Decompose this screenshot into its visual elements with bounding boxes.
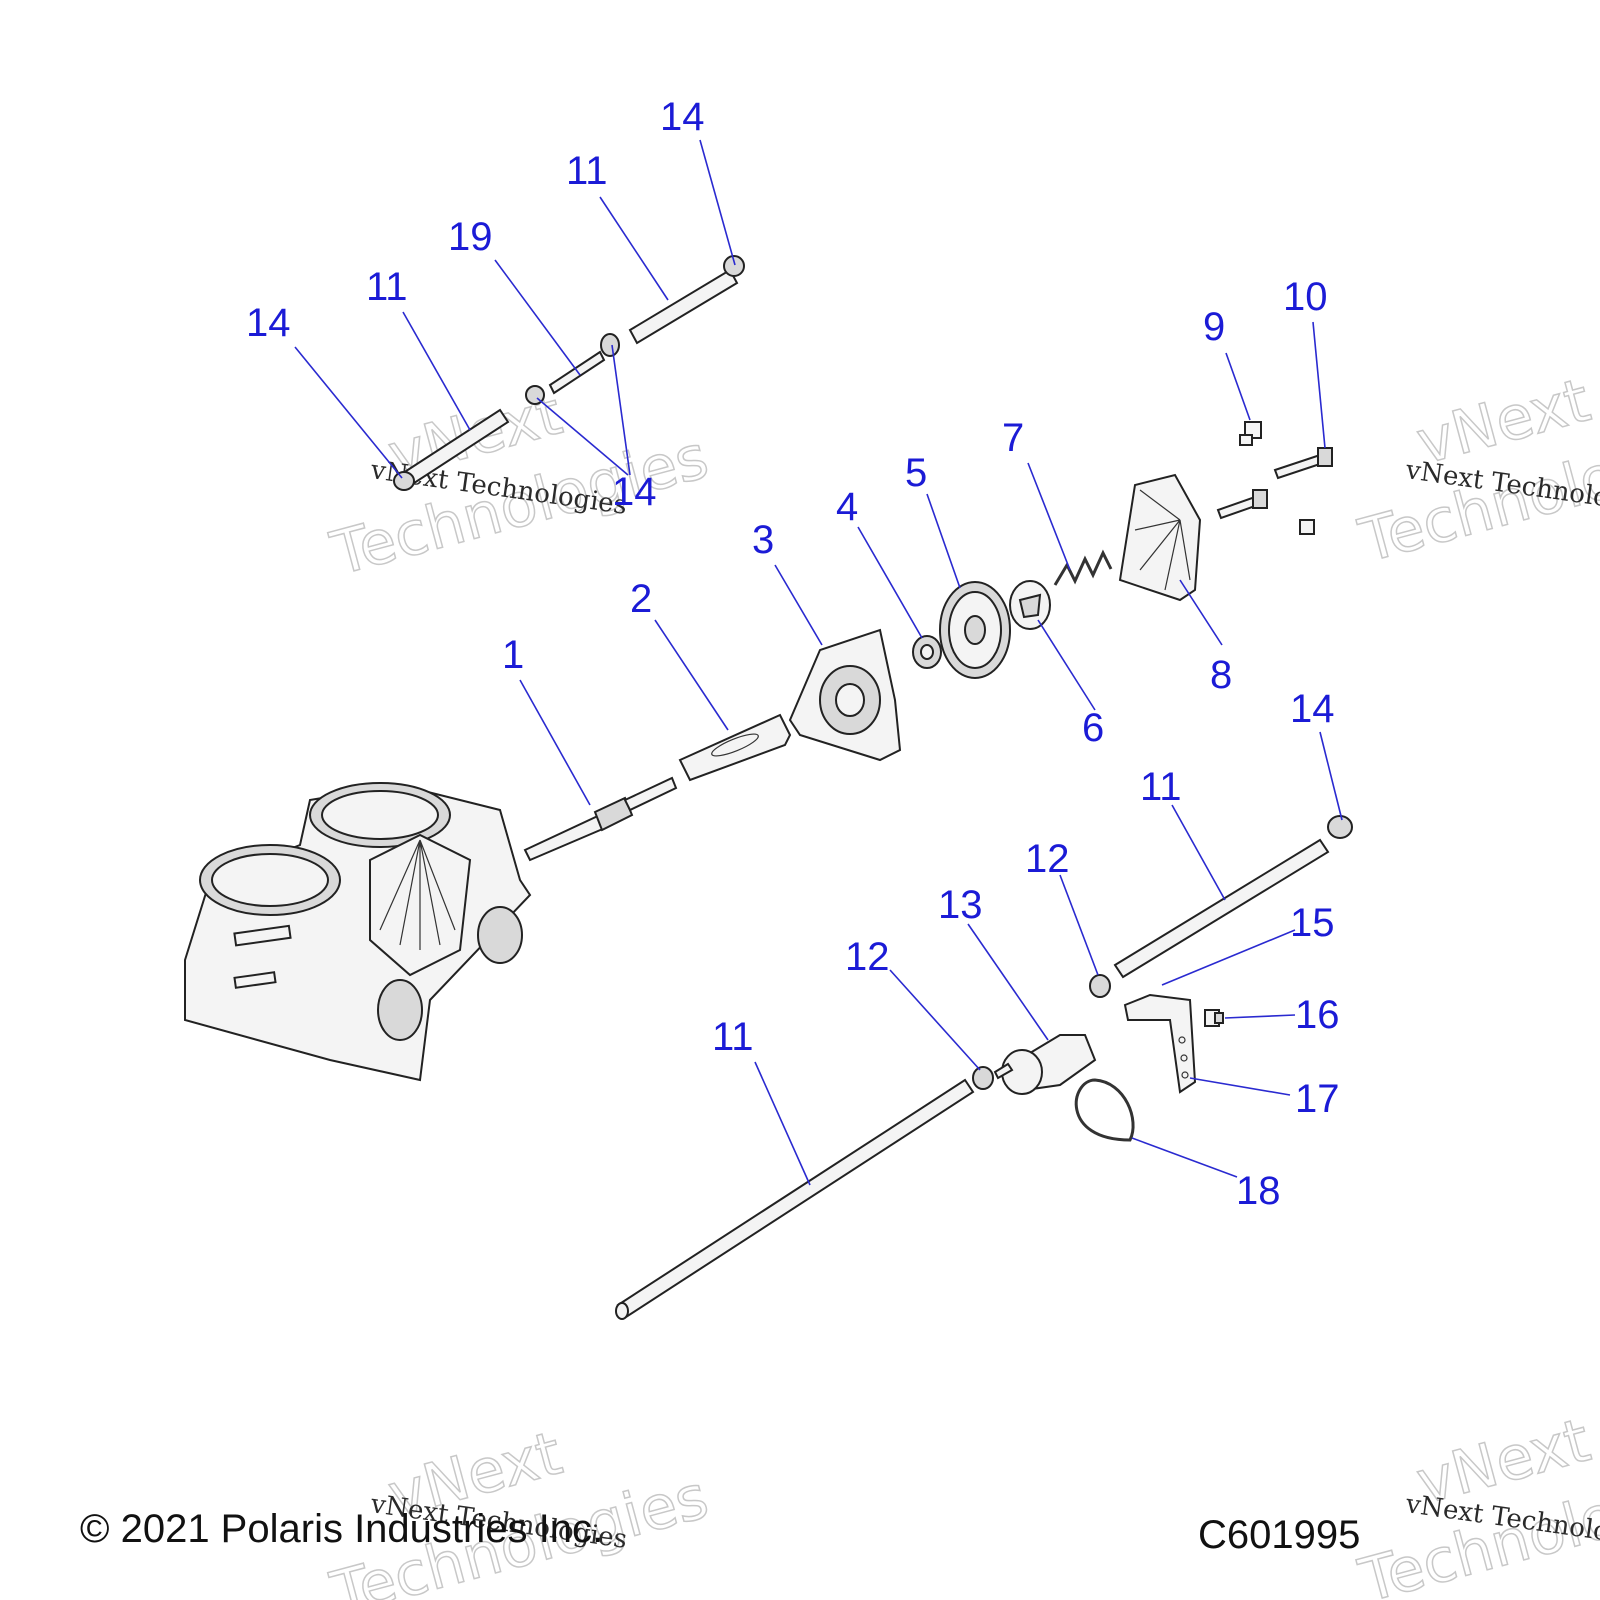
callout-12: 12 — [845, 935, 890, 979]
callout-14: 14 — [612, 470, 657, 514]
callout-17: 17 — [1295, 1077, 1340, 1121]
callout-10: 10 — [1283, 275, 1328, 319]
callout-11: 11 — [1140, 765, 1182, 809]
callout-14: 14 — [660, 95, 705, 139]
diagram-code: C601995 — [1198, 1513, 1360, 1557]
part-12-clamp — [972, 974, 1111, 1090]
callout-15: 15 — [1290, 901, 1335, 945]
part-10-screw — [1216, 447, 1333, 535]
callout-14: 14 — [1290, 687, 1335, 731]
callout-5: 5 — [905, 451, 927, 495]
callout-3: 3 — [752, 518, 774, 562]
part-1-shaft — [523, 776, 678, 862]
part-9-screw — [1239, 421, 1262, 446]
part-7-spring — [1053, 549, 1113, 586]
upper-hose-assembly — [393, 255, 745, 491]
part-16-bolt — [1204, 1009, 1224, 1027]
callout-16: 16 — [1295, 993, 1340, 1037]
callout-14: 14 — [246, 301, 291, 345]
callout-4: 4 — [836, 485, 858, 529]
part-8-cover — [1118, 473, 1202, 602]
leader-lines — [294, 139, 1343, 1186]
callout-6: 6 — [1082, 706, 1104, 750]
lower-hose-right — [1113, 815, 1353, 979]
part-5-diaphragm — [939, 581, 1011, 679]
callout-11: 11 — [712, 1015, 754, 1059]
callout-11: 11 — [366, 265, 408, 309]
callout-labels: 1 2 3 4 5 6 7 8 9 10 11 11 11 11 12 12 1… — [246, 95, 1340, 1213]
part-3-housing — [788, 628, 902, 762]
part-18-strap — [1074, 1078, 1135, 1142]
cylinder-block — [184, 782, 532, 1082]
part-2-gasket — [678, 713, 792, 782]
part-6-cup — [1009, 580, 1051, 630]
callout-7: 7 — [1002, 416, 1024, 460]
callout-11: 11 — [566, 149, 608, 193]
watermark-group: vNext Technologies vNext Technologies vN… — [323, 365, 1600, 1600]
callout-9: 9 — [1203, 305, 1225, 349]
callout-12: 12 — [1025, 837, 1070, 881]
part-4-washer — [912, 635, 942, 669]
part-13-valve — [993, 1034, 1097, 1095]
callout-19: 19 — [448, 215, 493, 259]
callout-13: 13 — [938, 883, 983, 927]
copyright-text: © 2021 Polaris Industries Inc. — [80, 1507, 603, 1551]
lower-hose-left — [615, 1078, 975, 1320]
callout-18: 18 — [1236, 1169, 1281, 1213]
part-15-bracket — [1123, 993, 1197, 1094]
callout-2: 2 — [630, 577, 652, 621]
callout-1: 1 — [502, 633, 524, 677]
callout-8: 8 — [1210, 653, 1232, 697]
